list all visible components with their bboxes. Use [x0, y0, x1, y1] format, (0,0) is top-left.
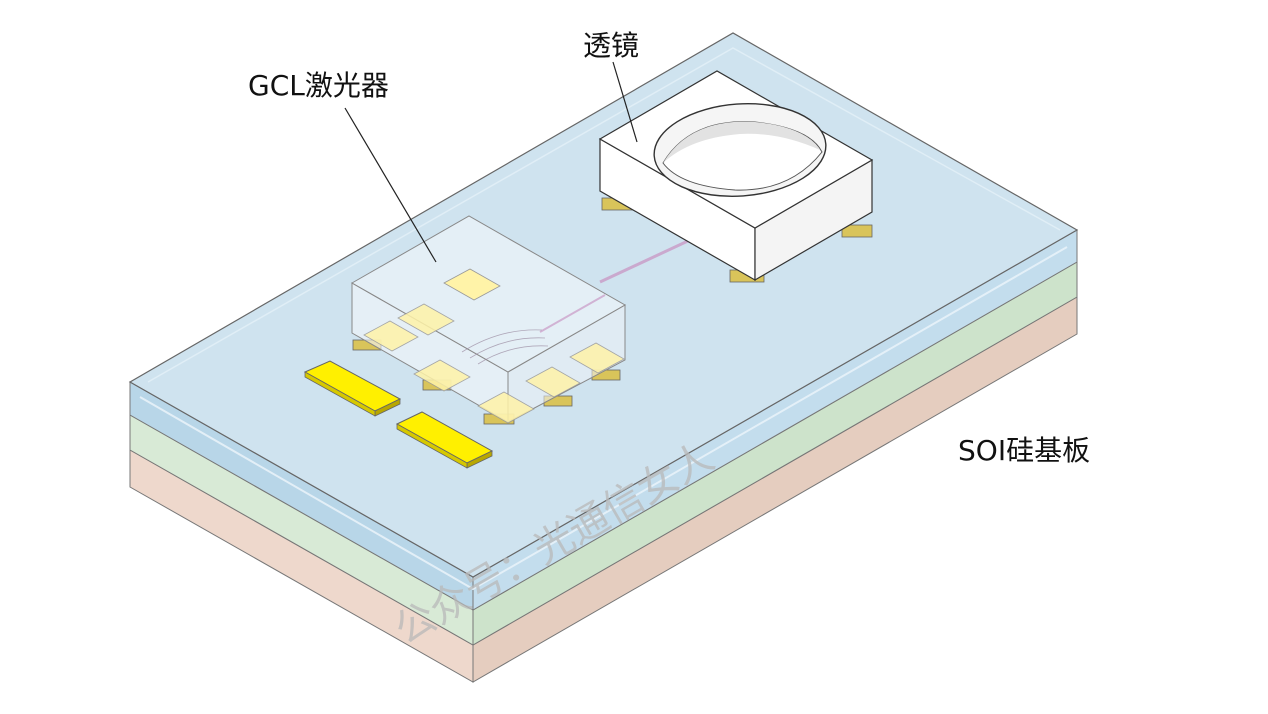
lens-leader-line [612, 61, 638, 143]
contact-pad [304, 371, 376, 417]
lens-block [598, 70, 874, 283]
laser-internal-pad [477, 391, 535, 424]
waveguide-line [599, 238, 691, 284]
laser-internal-pad [569, 342, 625, 374]
substrate-top-rim [147, 47, 1061, 383]
laser-internal-pad [525, 366, 581, 398]
laser-internal-pad [397, 303, 455, 336]
lens-cavity-shadow [663, 121, 820, 163]
gcl-laser-chip [350, 215, 627, 425]
laser-top-face [350, 215, 627, 373]
laser-internal-pad [443, 268, 501, 301]
lens-label: 透镜 [583, 29, 639, 62]
laser-internal-pad [363, 320, 419, 352]
substrate-inner-edge [139, 246, 1068, 591]
solder-bump [841, 224, 873, 238]
laser-waveguide [539, 294, 606, 333]
laser-label: GCL激光器 [248, 69, 389, 102]
substrate-label: SOI硅基板 [958, 434, 1090, 467]
contact-pad [396, 423, 468, 469]
laser-leader-line [344, 107, 437, 263]
contact-pads [303, 360, 494, 469]
laser-internal-pad [413, 359, 471, 392]
laser-grating [461, 329, 549, 365]
